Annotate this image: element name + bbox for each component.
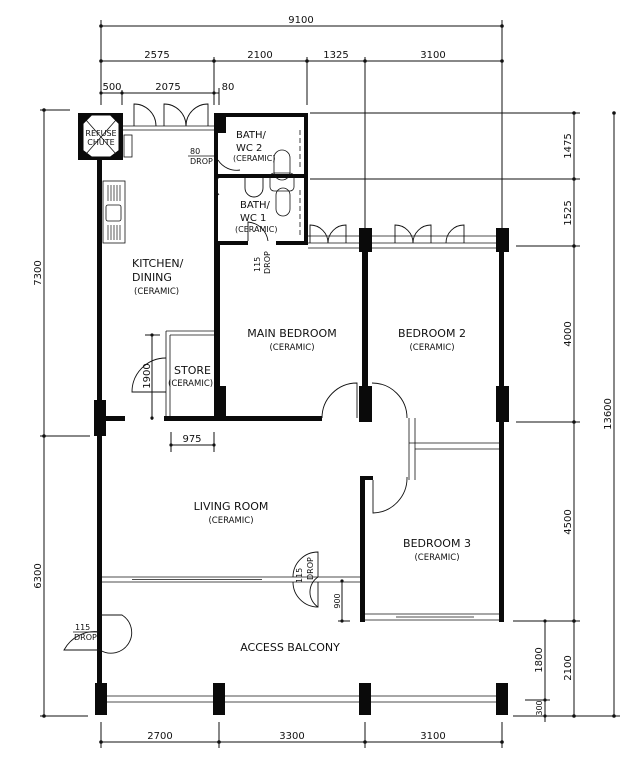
dim-2100: 2100 (247, 50, 272, 61)
svg-text:MAIN BEDROOM: MAIN BEDROOM (247, 327, 336, 340)
dim-3300: 3300 (279, 731, 304, 742)
dim-13600: 13600 (603, 398, 614, 430)
svg-text:(CERAMIC): (CERAMIC) (134, 287, 179, 297)
room-kitchen-dining: KITCHEN/ DINING (CERAMIC) (132, 257, 184, 297)
dim-3100-top: 3100 (420, 50, 445, 61)
dim-4000: 4000 (563, 321, 574, 346)
svg-text:WC 2: WC 2 (236, 143, 262, 154)
svg-text:BEDROOM 2: BEDROOM 2 (398, 327, 466, 340)
room-bath-wc1: BATH/ WC 1 (CERAMIC) (235, 200, 277, 234)
dim-overall-width: 9100 (288, 15, 313, 26)
room-access-balcony: ACCESS BALCONY (240, 641, 340, 654)
svg-text:80: 80 (190, 147, 200, 156)
dim-1325: 1325 (323, 50, 348, 61)
drop-115-living: 115 DROP (295, 557, 315, 583)
svg-text:115: 115 (75, 623, 90, 632)
refuse-chute-label-2: CHUTE (87, 138, 114, 147)
refuse-chute: REFUSE CHUTE (83, 115, 119, 157)
dim-2575: 2575 (144, 50, 169, 61)
refuse-chute-label-1: REFUSE (85, 129, 116, 138)
dim-1900: 1900 (142, 363, 153, 388)
dim-80: 80 (222, 82, 235, 93)
svg-text:(CERAMIC): (CERAMIC) (233, 154, 275, 163)
dim-6300: 6300 (33, 563, 44, 588)
svg-text:BATH/: BATH/ (240, 200, 271, 211)
svg-text:DROP: DROP (306, 557, 315, 580)
dim-1475: 1475 (563, 133, 574, 158)
dim-500: 500 (102, 82, 121, 93)
svg-text:DROP: DROP (263, 251, 272, 274)
dim-1525: 1525 (563, 200, 574, 225)
room-bath-wc2: BATH/ WC 2 (CERAMIC) (233, 130, 275, 163)
svg-text:(CERAMIC): (CERAMIC) (168, 379, 213, 389)
svg-text:KITCHEN/: KITCHEN/ (132, 257, 184, 270)
svg-text:LIVING ROOM: LIVING ROOM (194, 500, 269, 513)
room-living: LIVING ROOM (CERAMIC) (194, 500, 269, 526)
walls (78, 113, 509, 715)
drop-80: 80 DROP (188, 147, 214, 166)
room-store: STORE (CERAMIC) (168, 364, 213, 389)
svg-text:(CERAMIC): (CERAMIC) (235, 225, 277, 234)
dim-975: 975 (182, 434, 201, 445)
room-bedroom-2: BEDROOM 2 (CERAMIC) (398, 327, 466, 353)
svg-text:(CERAMIC): (CERAMIC) (409, 343, 454, 353)
dim-7300: 7300 (33, 260, 44, 285)
svg-text:BEDROOM 3: BEDROOM 3 (403, 537, 471, 550)
svg-text:DROP: DROP (190, 157, 213, 166)
svg-text:DROP: DROP (74, 633, 97, 642)
dim-2100-right: 2100 (563, 655, 574, 680)
dim-3100-bottom: 3100 (420, 731, 445, 742)
svg-text:STORE: STORE (174, 364, 211, 377)
dim-900: 900 (333, 593, 342, 608)
svg-text:115: 115 (295, 568, 304, 583)
doors (63, 103, 465, 654)
svg-text:(CERAMIC): (CERAMIC) (208, 516, 253, 526)
svg-text:(CERAMIC): (CERAMIC) (269, 343, 314, 353)
room-bedroom-3: BEDROOM 3 (CERAMIC) (403, 537, 471, 563)
svg-text:WC 1: WC 1 (240, 213, 266, 224)
drop-annotations: 80 DROP 115 DROP 115 DROP 115 DROP (73, 147, 315, 642)
dimension-lines: 9100 2575 2100 1325 3100 500 2075 80 730… (33, 15, 620, 748)
svg-text:ACCESS BALCONY: ACCESS BALCONY (240, 641, 340, 654)
svg-text:BATH/: BATH/ (236, 130, 267, 141)
drop-115-entry: 115 DROP (73, 623, 100, 642)
svg-text:DINING: DINING (132, 271, 172, 284)
dim-2700: 2700 (147, 731, 172, 742)
room-labels: BATH/ WC 2 (CERAMIC) BATH/ WC 1 (CERAMIC… (132, 130, 471, 654)
svg-text:115: 115 (253, 257, 262, 272)
room-main-bedroom: MAIN BEDROOM (CERAMIC) (247, 327, 336, 353)
dim-300: 300 (535, 700, 544, 715)
dim-1800: 1800 (534, 647, 545, 672)
svg-text:(CERAMIC): (CERAMIC) (414, 553, 459, 563)
dim-4500: 4500 (563, 509, 574, 534)
dim-2075: 2075 (155, 82, 180, 93)
drop-115-bath: 115 DROP (253, 251, 272, 274)
